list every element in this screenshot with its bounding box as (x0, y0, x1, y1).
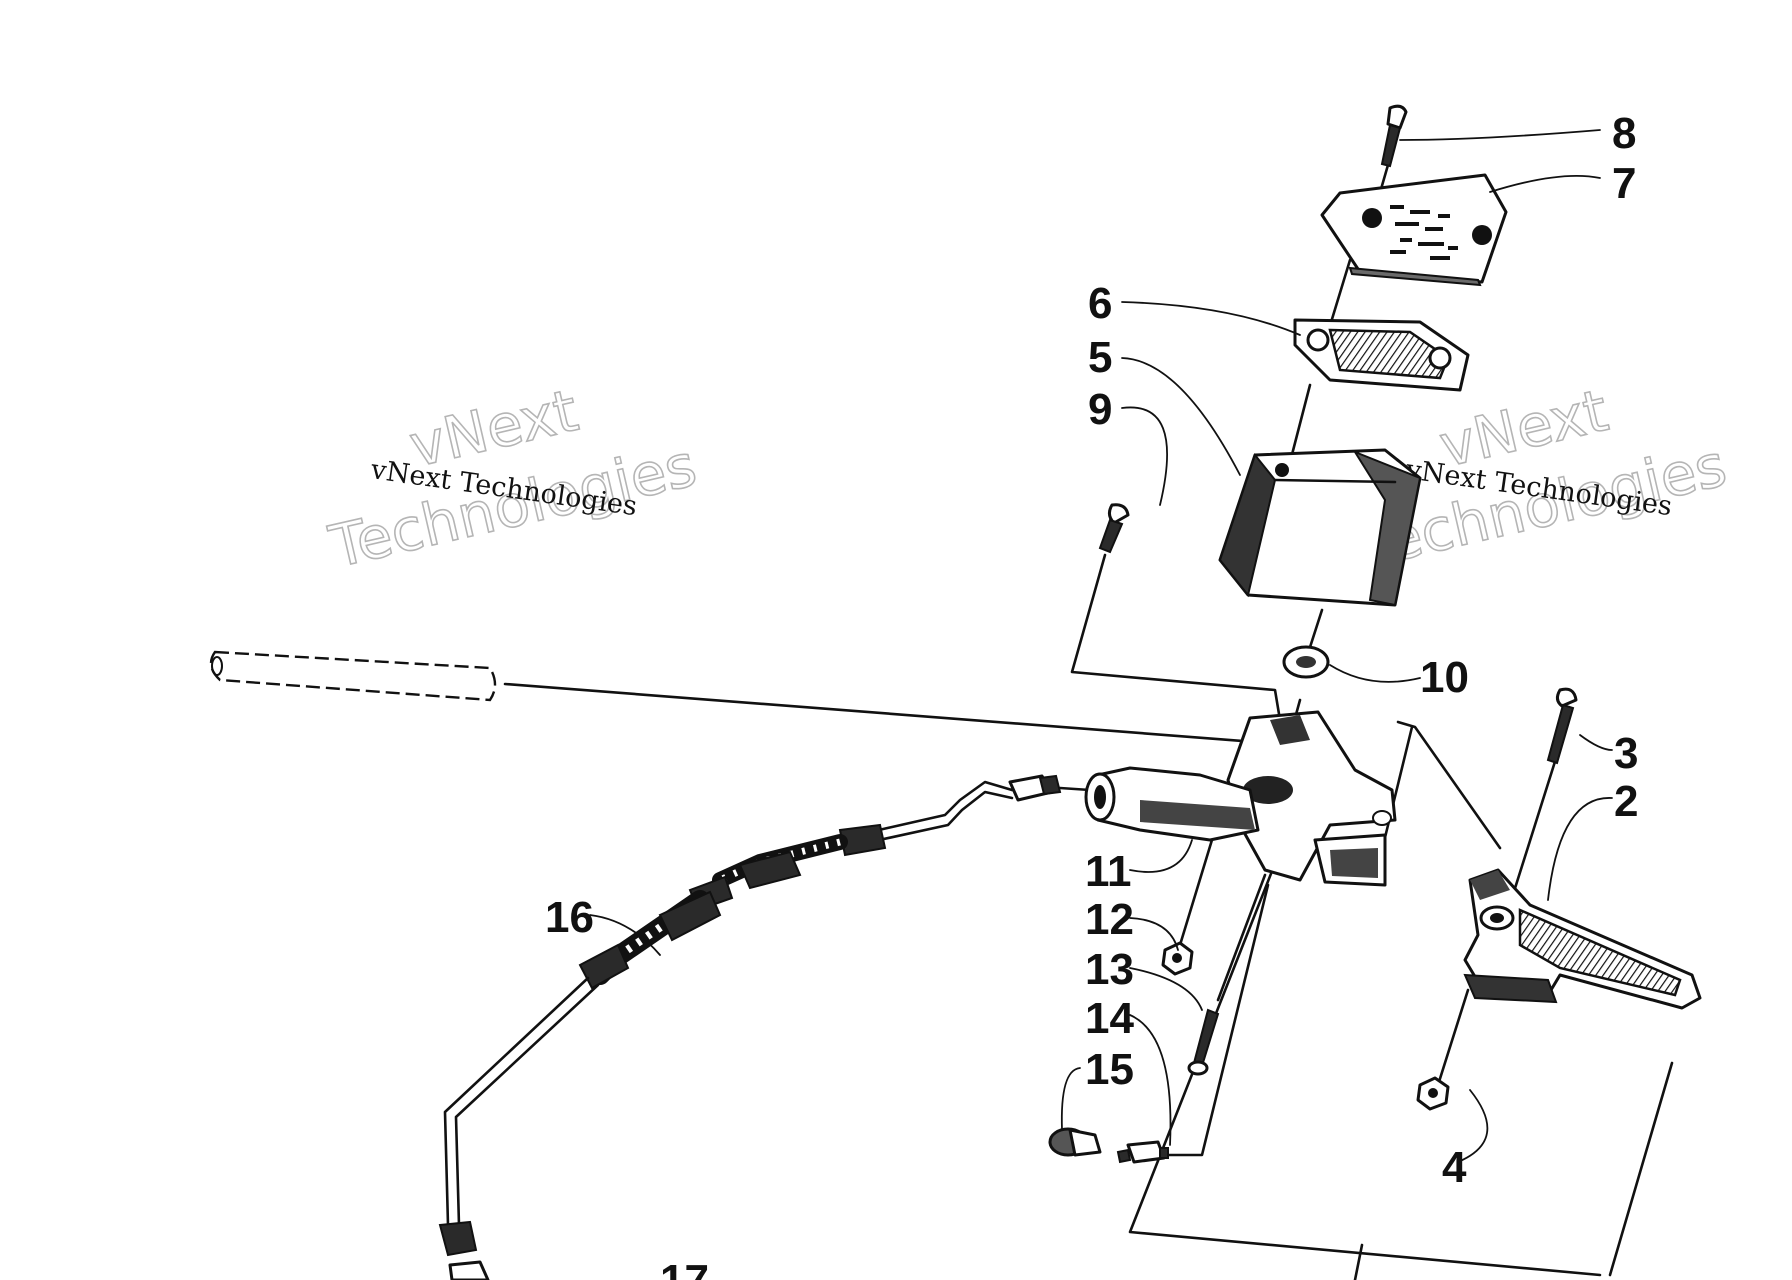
handlebar-outline (209, 650, 497, 702)
callout-15: 15 (1085, 1045, 1134, 1094)
callout-7: 7 (1612, 159, 1636, 208)
callout-14: 14 (1085, 994, 1134, 1043)
callout-8: 8 (1612, 109, 1636, 158)
part-16-brake-hose (438, 774, 1062, 1280)
callout-10: 10 (1420, 653, 1469, 702)
callout-numbers: 8 7 6 5 9 10 3 2 11 12 13 14 15 4 16 17 (545, 109, 1638, 1280)
callout-11: 11 (1085, 847, 1132, 896)
watermark-left: vNext Technologies (322, 375, 703, 582)
callout-9: 9 (1088, 385, 1112, 434)
part-2-brake-lever (1463, 868, 1702, 1010)
callout-3: 3 (1614, 729, 1638, 778)
part-5-reservoir (1218, 448, 1422, 607)
callout-6: 6 (1088, 279, 1112, 328)
callout-5: 5 (1088, 333, 1112, 382)
part-4-nut (1416, 1076, 1450, 1111)
part-11-cylinder (1084, 766, 1260, 842)
callout-13: 13 (1085, 945, 1134, 994)
part-8-screw (1380, 104, 1408, 168)
callout-16: 16 (545, 893, 594, 942)
callout-leaders (589, 129, 1613, 1163)
callout-12: 12 (1085, 895, 1134, 944)
master-cylinder-body (1226, 710, 1397, 887)
part-6-diaphragm (1293, 318, 1470, 392)
part-3-screw (1546, 687, 1578, 765)
part-10-washer (1282, 645, 1330, 679)
callout-4: 4 (1442, 1143, 1467, 1192)
callout-2: 2 (1614, 777, 1638, 826)
part-15-boot (1048, 1127, 1102, 1157)
part-9-screw (1098, 503, 1130, 554)
part-13-screw (1187, 1008, 1220, 1076)
part-7-reservoir-cover (1320, 173, 1508, 287)
part-12-nut (1161, 941, 1194, 976)
callout-17: 17 (660, 1256, 709, 1280)
part-14-switch (1116, 1140, 1169, 1164)
